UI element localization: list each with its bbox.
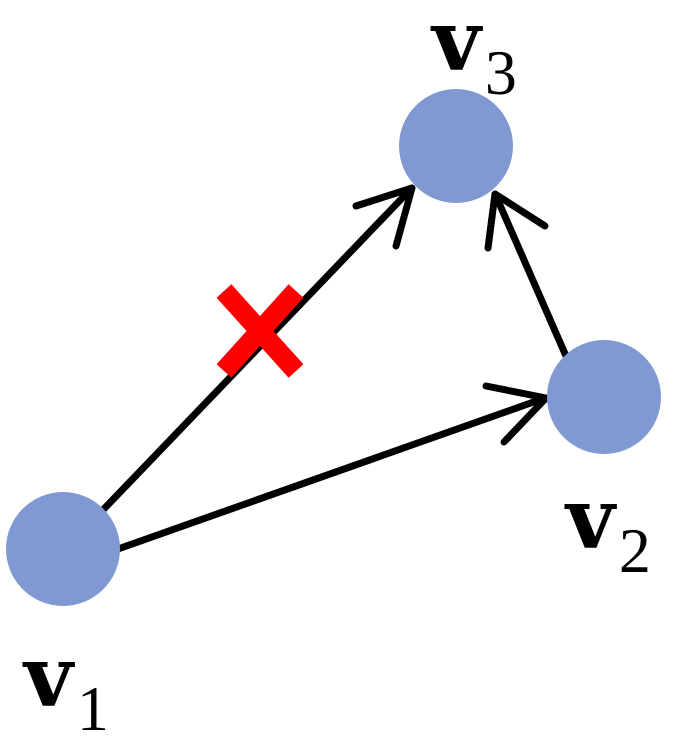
node-v3-label-main: v: [430, 0, 483, 90]
node-v1: [6, 492, 120, 606]
edge-v1-v2: [114, 382, 550, 553]
node-v1-label-subscript: 1: [77, 673, 109, 744]
node-v1-label-main: v: [22, 627, 75, 726]
edge-v1-v2-line: [114, 395, 546, 553]
node-v3-label: v3: [430, 0, 517, 108]
blocked-edge-cross-icon: [216, 284, 304, 378]
node-v2-label-subscript: 2: [619, 515, 651, 586]
edge-v1-v2-arrowhead: [482, 382, 550, 446]
edge-v1-v3-arrowhead: [352, 184, 416, 250]
node-v2-label: v2: [564, 469, 651, 586]
edge-v2-v3-line: [492, 192, 570, 360]
node-v2: [547, 340, 661, 454]
node-v3: [399, 89, 513, 203]
node-v2-label-main: v: [564, 469, 617, 568]
edge-v2-v3: [484, 190, 570, 360]
node-v1-label: v1: [22, 627, 109, 744]
cross-stroke-2: [216, 284, 304, 378]
edge-v2-v3-arrowhead: [484, 190, 549, 252]
node-v3-label-subscript: 3: [485, 37, 517, 108]
